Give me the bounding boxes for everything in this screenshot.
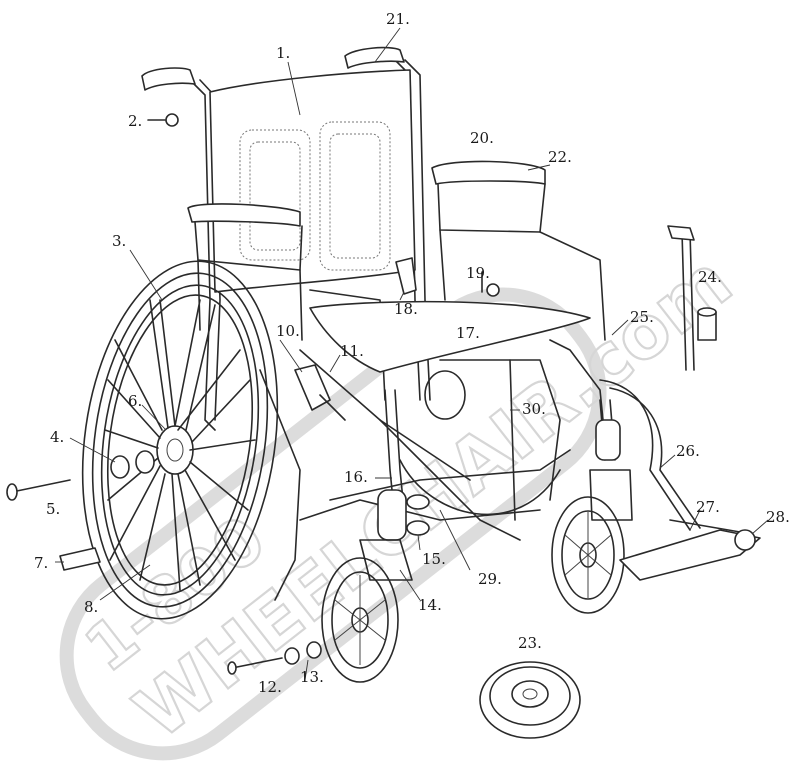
callout-30: 30. [522,400,546,418]
callout-27: 27. [696,498,720,516]
right-hand-grip [344,46,405,69]
left-armrest-pad [187,203,301,227]
callout-6: 6. [128,392,142,410]
bearing-15a [406,494,430,510]
washer-13b [306,641,322,659]
callout-12: 12. [258,678,282,696]
callout-11: 11. [340,342,364,360]
callout-8: 8. [84,598,98,616]
seat-upholstery [309,300,591,373]
right-armrest-pad [431,160,546,185]
callout-2: 2. [128,112,142,130]
axle-bolt-5 [11,479,71,493]
callout-23: 23. [518,634,542,652]
callout-5: 5. [46,500,60,518]
front-casters [321,389,633,683]
caster-bolt-12 [231,657,283,669]
tip-bar-7 [59,547,101,571]
rear-wheel [81,260,301,620]
callout-labels: 1. 2. 3. 4. 5. 6. 7. 8. 10. 11. 12. 13. … [34,10,790,696]
callout-19: 19. [466,264,490,282]
callout-18: 18. [394,300,418,318]
right-caster-wheel [551,496,625,614]
callout-15: 15. [422,550,446,568]
rear-wheel-hub [156,425,194,475]
footrest [599,379,761,581]
callout-13: 13. [300,668,324,686]
washer-4a [110,455,130,479]
callout-14: 14. [418,596,442,614]
back-upholstery [209,69,416,293]
clip-18 [395,257,417,295]
left-hand-grip [141,67,196,91]
callout-22: 22. [548,148,572,166]
washer-4b [135,450,155,474]
callout-3: 3. [112,232,126,250]
callout-20: 20. [470,129,494,147]
left-caster-wheel [321,557,399,683]
callout-17: 17. [456,324,480,342]
callout-4: 4. [50,428,64,446]
callout-1: 1. [276,44,290,62]
caster-wheel-23 [479,661,581,739]
callout-25: 25. [630,308,654,326]
heel-loop-cap [734,529,756,551]
washer-13a [284,647,300,665]
callout-10: 10. [276,322,300,340]
leader-lines [55,27,769,681]
footrest-pin-24 [681,231,687,371]
callout-24: 24. [698,268,722,286]
loose-parts [6,113,717,675]
callout-26: 26. [676,442,700,460]
callout-28: 28. [766,508,790,526]
wheel-lock-10 [294,364,331,411]
lower-frame [299,339,606,541]
callout-29: 29. [478,570,502,588]
callout-7: 7. [34,554,48,572]
bearing-15b [406,520,430,536]
callout-21: 21. [386,10,410,28]
callout-16: 16. [344,468,368,486]
